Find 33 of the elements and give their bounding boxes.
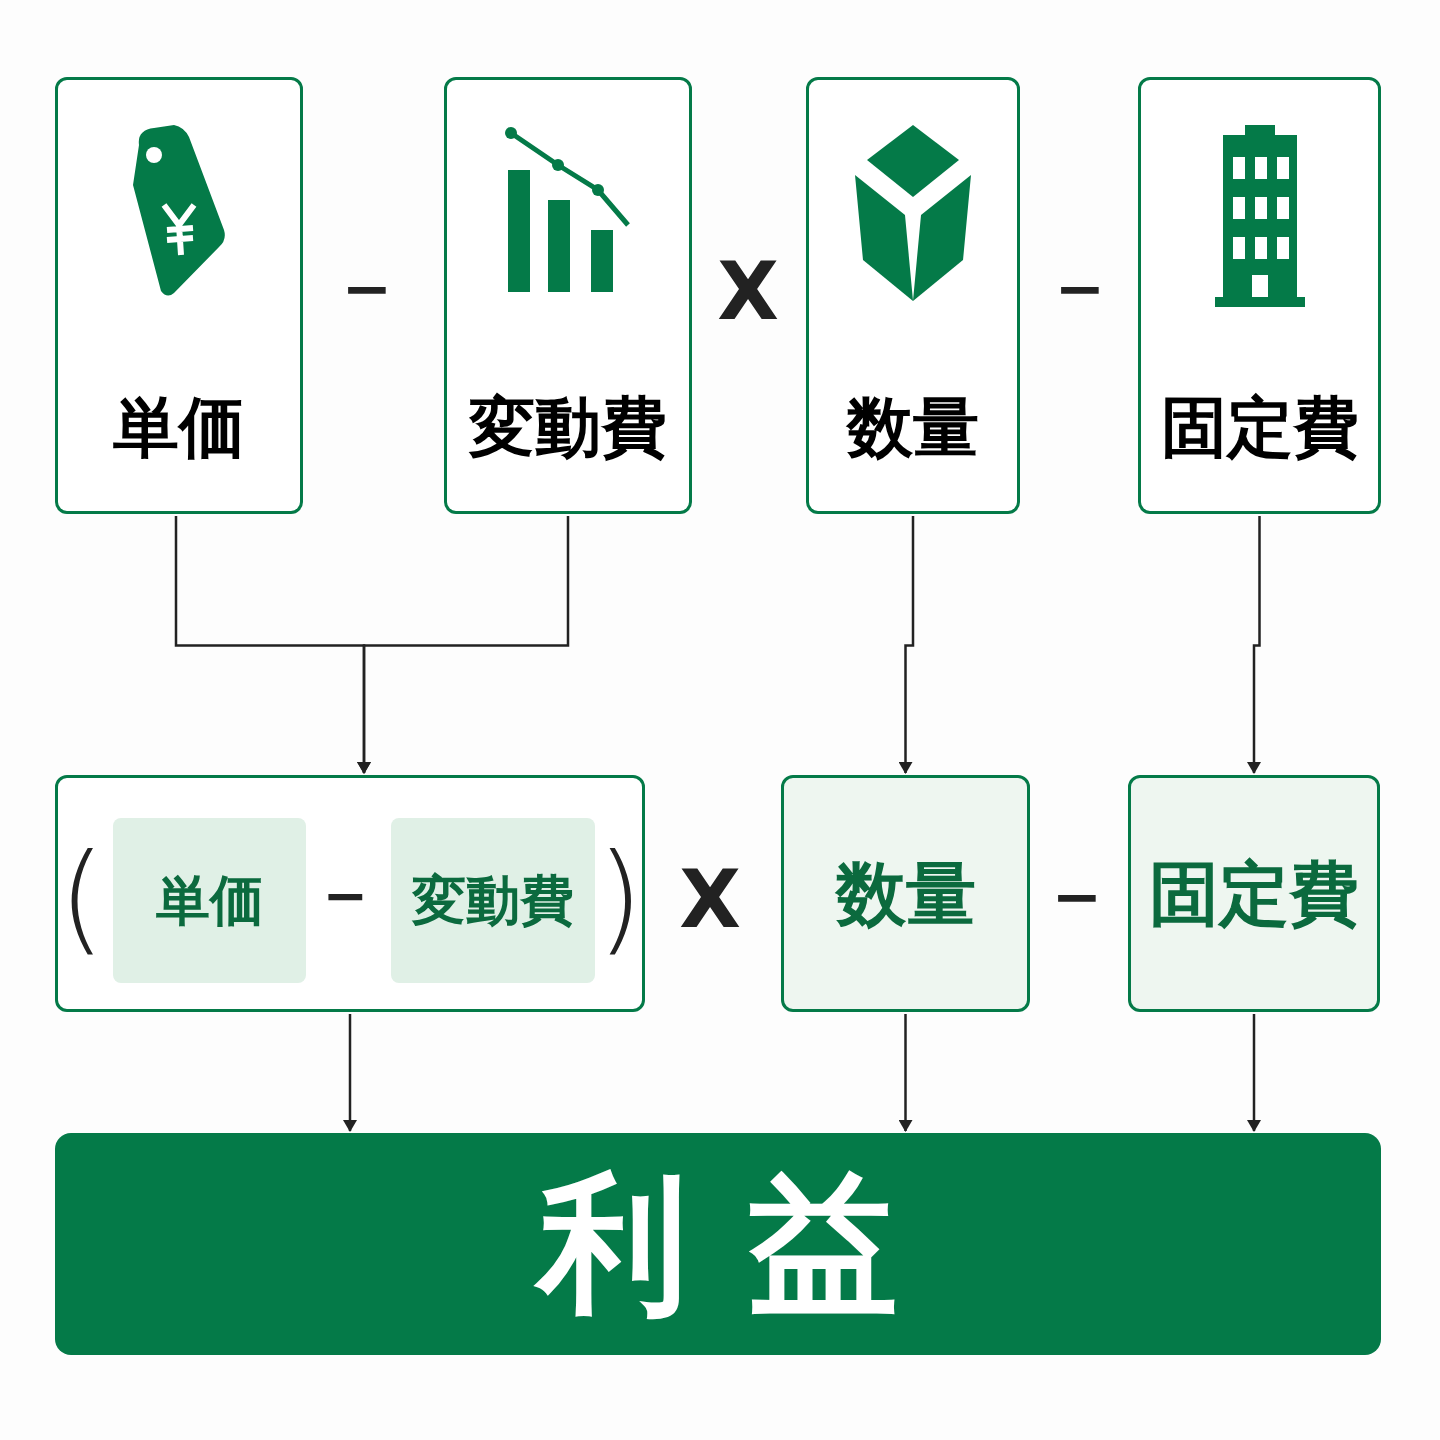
arrow xyxy=(1247,516,1261,774)
open-parenthesis: ( xyxy=(58,838,106,958)
arrow xyxy=(898,516,915,774)
term-label: 単価 xyxy=(113,395,245,461)
term-label: 利益 xyxy=(478,1169,958,1319)
arrow xyxy=(898,1014,913,1132)
term-label: 変動費 xyxy=(412,873,574,928)
result-bar xyxy=(55,1133,1381,1355)
term-label: 数量 xyxy=(847,395,979,461)
minus-sign: − xyxy=(1054,258,1106,318)
term-label: 数量 xyxy=(835,858,976,929)
multiply-sign: X xyxy=(679,860,741,940)
term-box xyxy=(1128,775,1380,1012)
term-label: 変動費 xyxy=(469,395,667,461)
term-card xyxy=(444,77,692,514)
formula-box xyxy=(55,775,645,1012)
term-card xyxy=(806,77,1020,514)
term-box xyxy=(781,775,1030,1012)
arrow xyxy=(343,1014,357,1132)
multiply-sign: X xyxy=(717,252,779,332)
minus-sign: − xyxy=(341,258,393,318)
term-label: 単価 xyxy=(155,873,264,928)
term-label: 固定費 xyxy=(1149,858,1359,929)
arrow xyxy=(1247,1014,1261,1132)
term-card xyxy=(55,77,303,514)
arrow xyxy=(357,516,570,774)
close-parenthesis: ) xyxy=(596,838,644,958)
term-chip xyxy=(113,818,306,983)
term-chip xyxy=(391,818,595,983)
minus-sign: − xyxy=(322,869,368,923)
minus-sign: − xyxy=(1051,866,1103,926)
term-card xyxy=(1138,77,1381,514)
term-label: 固定費 xyxy=(1160,395,1359,461)
